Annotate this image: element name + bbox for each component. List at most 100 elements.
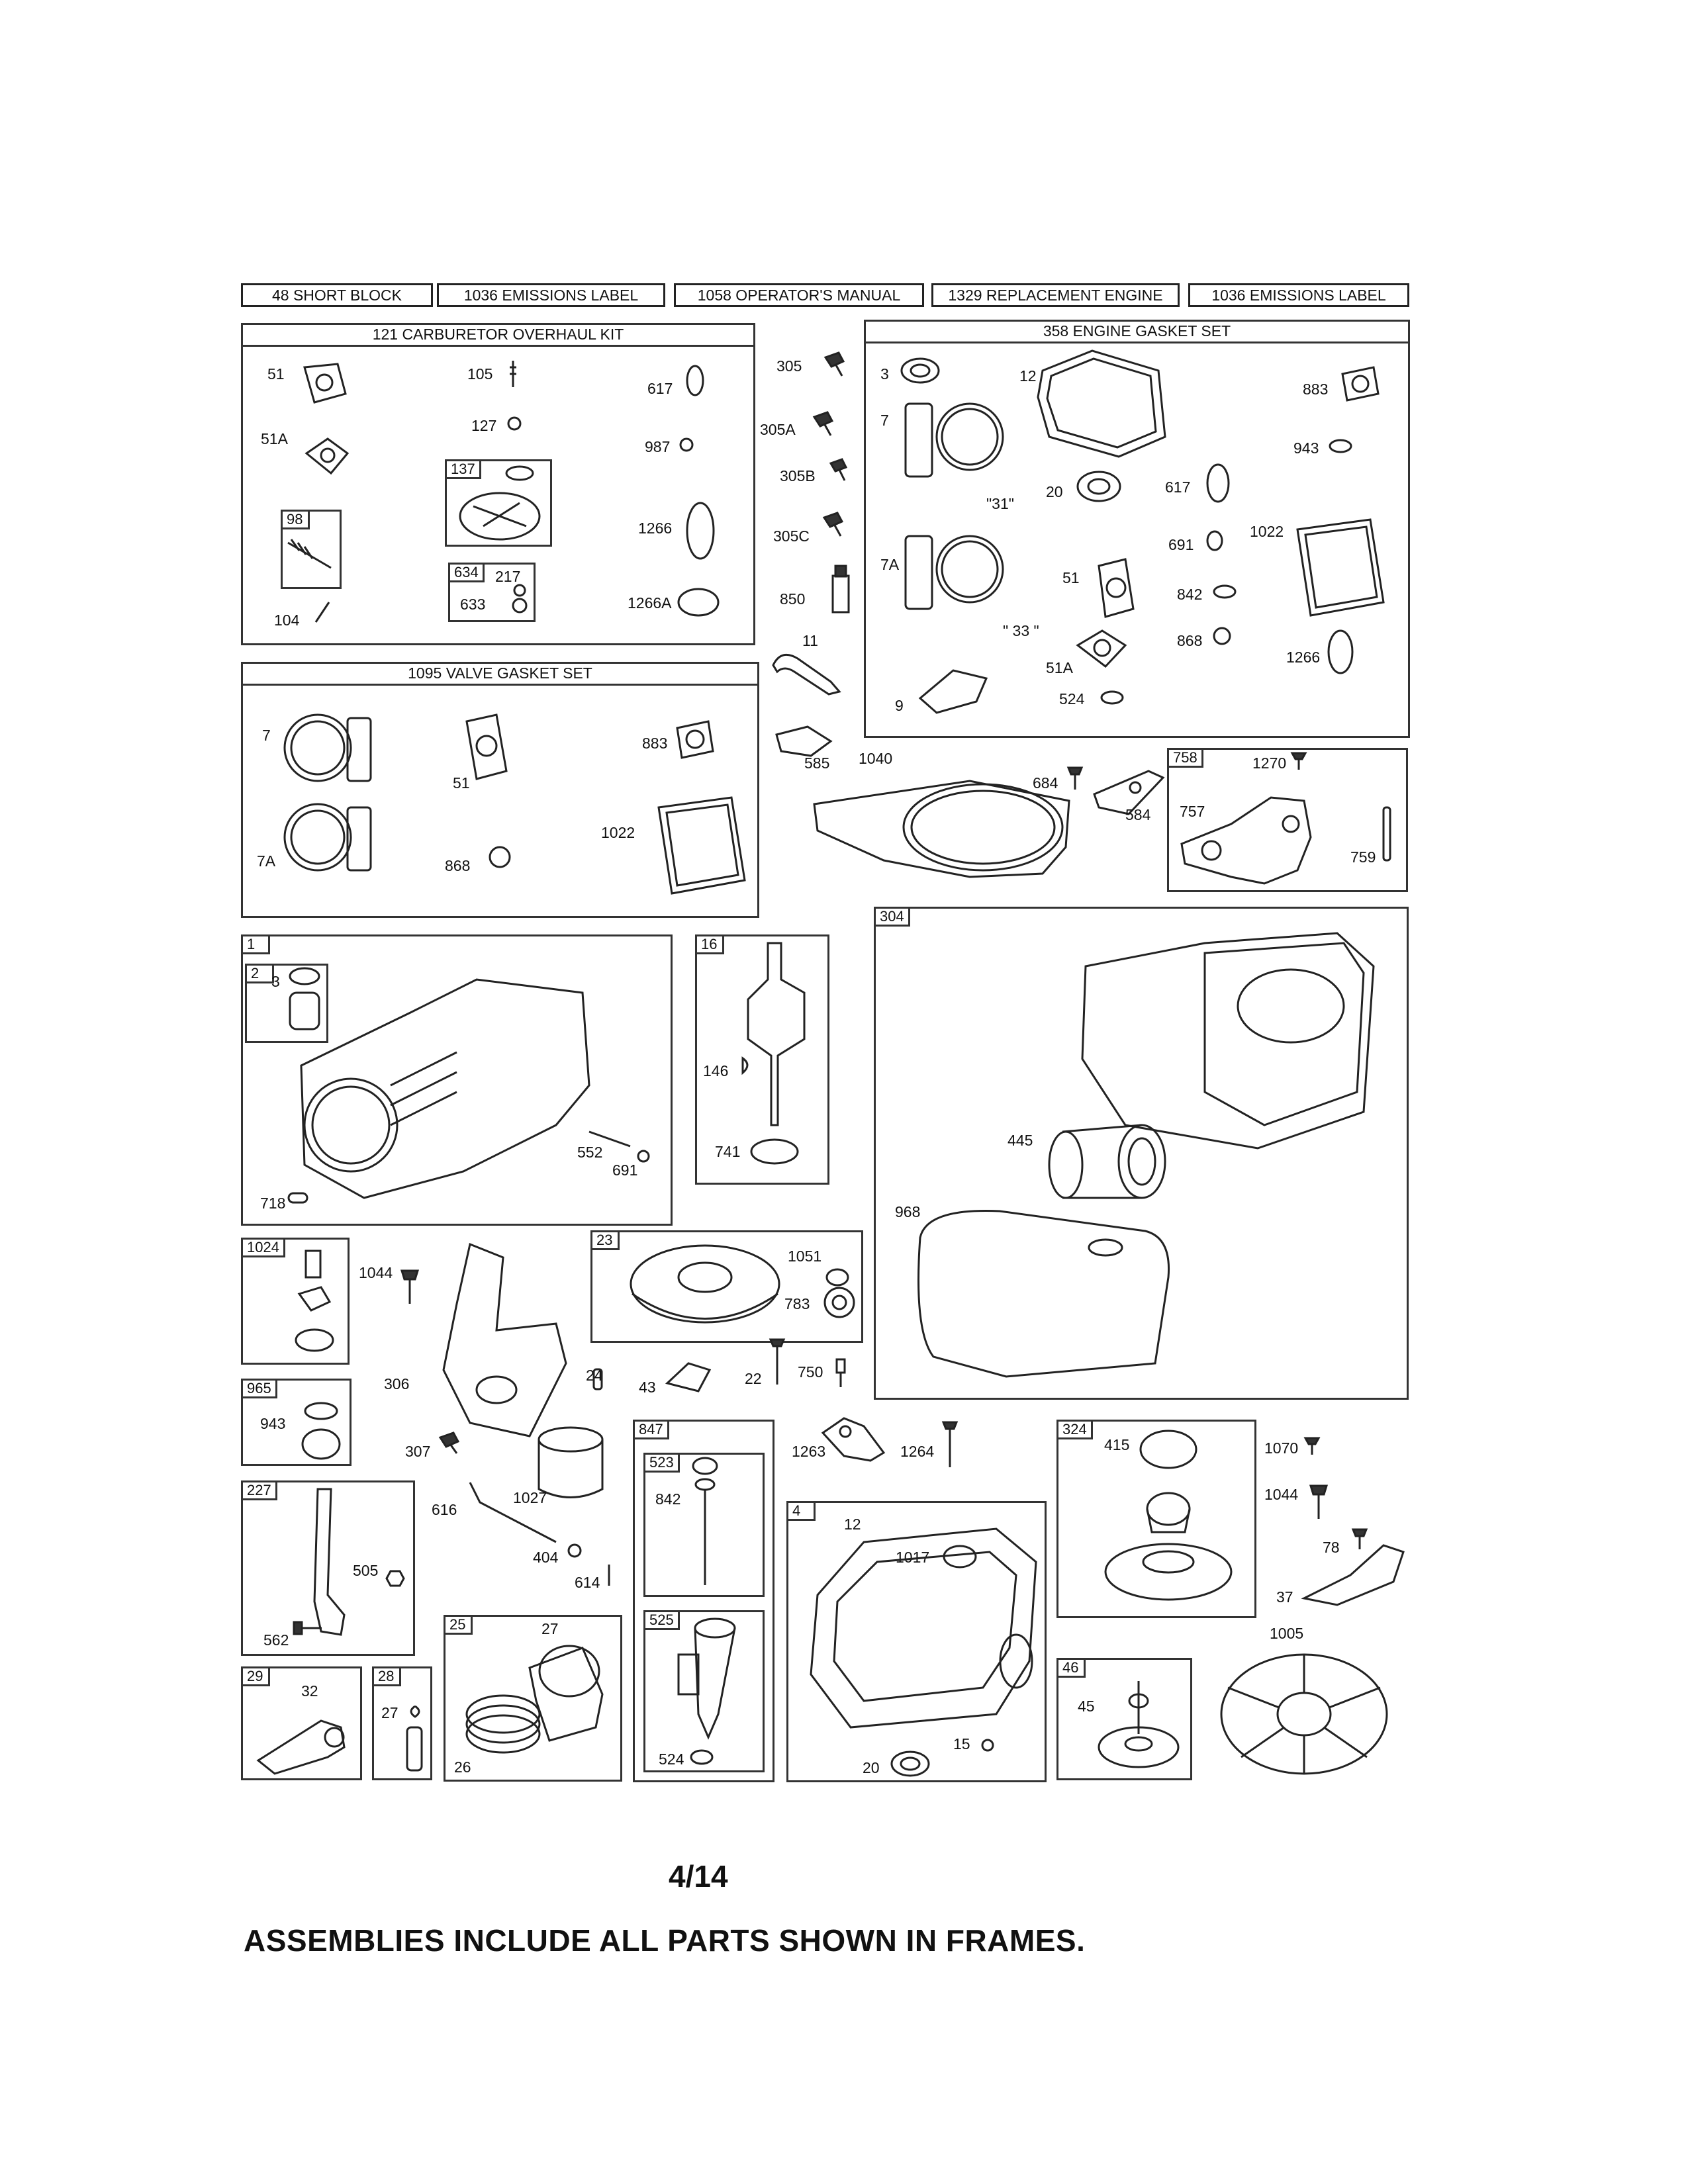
part-label: 7A bbox=[880, 556, 900, 573]
control-bracket-icon bbox=[1180, 796, 1312, 885]
part-label: 1044 bbox=[359, 1264, 393, 1281]
part-label: 3 bbox=[271, 973, 280, 990]
breather-tube-icon bbox=[772, 653, 841, 696]
part-label: 842 bbox=[655, 1490, 681, 1508]
part-label: 614 bbox=[575, 1574, 600, 1591]
exhaust-gasket-icon bbox=[676, 720, 714, 759]
bracket-icon bbox=[1093, 770, 1165, 815]
part-label: 12 bbox=[1019, 367, 1037, 385]
part-label: 1070 bbox=[1264, 1439, 1299, 1457]
part-label: 104 bbox=[274, 612, 300, 629]
header-box-emissions-label: 1036 EMISSIONS LABEL bbox=[437, 283, 665, 307]
part-label: 51 bbox=[453, 774, 470, 792]
dipstick-tube-icon bbox=[677, 1617, 736, 1740]
screw-icon bbox=[822, 512, 844, 537]
breather-gasket-icon bbox=[918, 669, 988, 714]
cam-gear-frame bbox=[1056, 1658, 1192, 1780]
part-label: 51A bbox=[261, 430, 288, 447]
cylinder-head-gasket-icon bbox=[904, 402, 1004, 478]
seal-icon bbox=[637, 1150, 650, 1163]
small-part-frame bbox=[281, 510, 342, 589]
part-frame-tag: 523 bbox=[643, 1453, 680, 1473]
pin-icon bbox=[1382, 806, 1391, 862]
seal-icon bbox=[489, 846, 511, 868]
part-label: 617 bbox=[1165, 478, 1191, 496]
part-label: 684 bbox=[1033, 774, 1058, 792]
part-label: 7A bbox=[257, 852, 276, 870]
engine-gasket-title: 358 ENGINE GASKET SET bbox=[866, 322, 1408, 343]
part-label: 584 bbox=[1125, 806, 1151, 823]
insulator-gasket-icon bbox=[1076, 629, 1127, 668]
part-label: 15 bbox=[953, 1735, 970, 1752]
o-ring-icon bbox=[1100, 690, 1124, 705]
screw-icon bbox=[769, 1338, 786, 1385]
exhaust-gasket-icon bbox=[1341, 366, 1380, 402]
valve-gasket-title: 1095 VALVE GASKET SET bbox=[243, 664, 757, 686]
baffle-icon bbox=[442, 1242, 567, 1437]
part-label: 20 bbox=[1046, 483, 1063, 500]
header-box-short-block: 48 SHORT BLOCK bbox=[241, 283, 433, 307]
part-label: 1266 bbox=[638, 520, 673, 537]
o-ring-icon bbox=[505, 465, 534, 481]
carburetor-kit-title: 121 CARBURETOR OVERHAUL KIT bbox=[243, 325, 753, 347]
cam-gear-icon bbox=[1098, 1681, 1180, 1768]
part-label: 445 bbox=[1008, 1132, 1033, 1149]
link-rod-icon bbox=[469, 1482, 557, 1543]
o-ring-icon bbox=[1329, 439, 1352, 453]
header-box-operators-manual: 1058 OPERATOR'S MANUAL bbox=[674, 283, 924, 307]
part-label: 505 bbox=[353, 1562, 379, 1579]
debris-guard-icon bbox=[1301, 1544, 1405, 1606]
o-ring-icon bbox=[686, 365, 704, 396]
washer-icon bbox=[825, 1268, 849, 1287]
fuel-cap-frame bbox=[1056, 1420, 1256, 1618]
screw-icon bbox=[400, 1269, 420, 1304]
dipstick-icon bbox=[692, 1457, 718, 1585]
flywheel-icon bbox=[630, 1244, 780, 1324]
o-ring-icon bbox=[301, 1402, 341, 1460]
part-label: " 33 " bbox=[1003, 622, 1039, 639]
part-label: 105 bbox=[467, 365, 493, 383]
governor-kit-frame bbox=[1167, 748, 1408, 892]
part-label: 617 bbox=[647, 380, 673, 397]
part-label: 305 bbox=[776, 357, 802, 375]
o-ring-icon bbox=[686, 502, 715, 560]
air-filter-cover-icon bbox=[917, 1210, 1170, 1378]
oil-seal-icon bbox=[900, 357, 940, 384]
small-part-frame bbox=[448, 563, 536, 622]
diaphragm-icon bbox=[459, 492, 541, 541]
fan-retainer-icon bbox=[1104, 1430, 1233, 1601]
blower-housing-frame bbox=[874, 907, 1409, 1400]
piston-frame bbox=[444, 1615, 622, 1782]
part-label: 1044 bbox=[1264, 1486, 1299, 1503]
part-label: 51 bbox=[267, 365, 285, 383]
intake-gasket-icon bbox=[465, 713, 508, 780]
part-label: 868 bbox=[1177, 632, 1203, 649]
air-guide-icon bbox=[813, 780, 1070, 878]
wrist-pin-frame bbox=[372, 1666, 432, 1780]
part-label: 750 bbox=[798, 1363, 823, 1381]
piston-rings-icon bbox=[465, 1645, 604, 1754]
insulator-gasket-icon bbox=[305, 437, 350, 475]
screw-icon bbox=[835, 1358, 846, 1387]
bracket-icon bbox=[821, 1417, 886, 1462]
seal-icon bbox=[1213, 627, 1231, 645]
screw-icon bbox=[438, 1432, 460, 1454]
governor-frame bbox=[241, 1238, 350, 1365]
part-label: 9 bbox=[895, 697, 904, 714]
cylinder-assembly-frame bbox=[241, 934, 673, 1226]
part-label: 51 bbox=[1062, 569, 1080, 586]
part-label: 616 bbox=[432, 1501, 457, 1518]
part-label: 305A bbox=[760, 421, 796, 438]
part-label: 307 bbox=[405, 1443, 431, 1460]
part-label: 26 bbox=[454, 1758, 471, 1776]
part-label: 415 bbox=[1104, 1436, 1130, 1453]
part-label: 12 bbox=[844, 1516, 861, 1533]
screw-icon bbox=[293, 1621, 322, 1635]
pin-icon bbox=[608, 1565, 610, 1586]
part-label: 7 bbox=[880, 412, 889, 429]
crankshaft-icon bbox=[747, 942, 806, 1165]
part-label: 585 bbox=[804, 754, 830, 772]
screw-icon bbox=[829, 458, 848, 481]
part-frame-tag: 46 bbox=[1056, 1658, 1086, 1678]
o-ring-icon bbox=[1327, 629, 1354, 674]
